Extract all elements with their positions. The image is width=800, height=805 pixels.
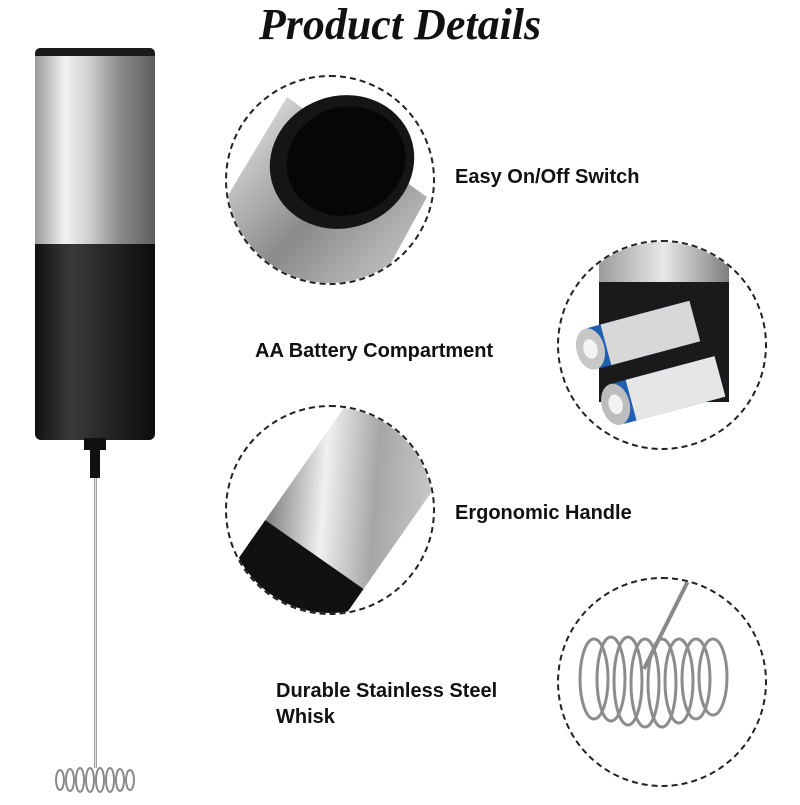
whisk-closeup-image (557, 577, 767, 787)
feature-label-switch: Easy On/Off Switch (455, 166, 640, 188)
feature-label-whisk-line2: Whisk (276, 706, 335, 728)
feature-label-battery: AA Battery Compartment (255, 340, 494, 362)
battery-closeup-image (557, 240, 767, 450)
handle-closeup-image (225, 405, 435, 615)
switch-closeup-image (225, 75, 435, 285)
feature-label-whisk-line1: Durable Stainless Steel (276, 680, 498, 702)
frother-product-image (20, 40, 180, 800)
feature-label-whisk: Durable Stainless Steel Whisk (276, 678, 497, 730)
feature-label-handle: Ergonomic Handle (455, 502, 632, 524)
page-title: Product Details (258, 0, 542, 49)
